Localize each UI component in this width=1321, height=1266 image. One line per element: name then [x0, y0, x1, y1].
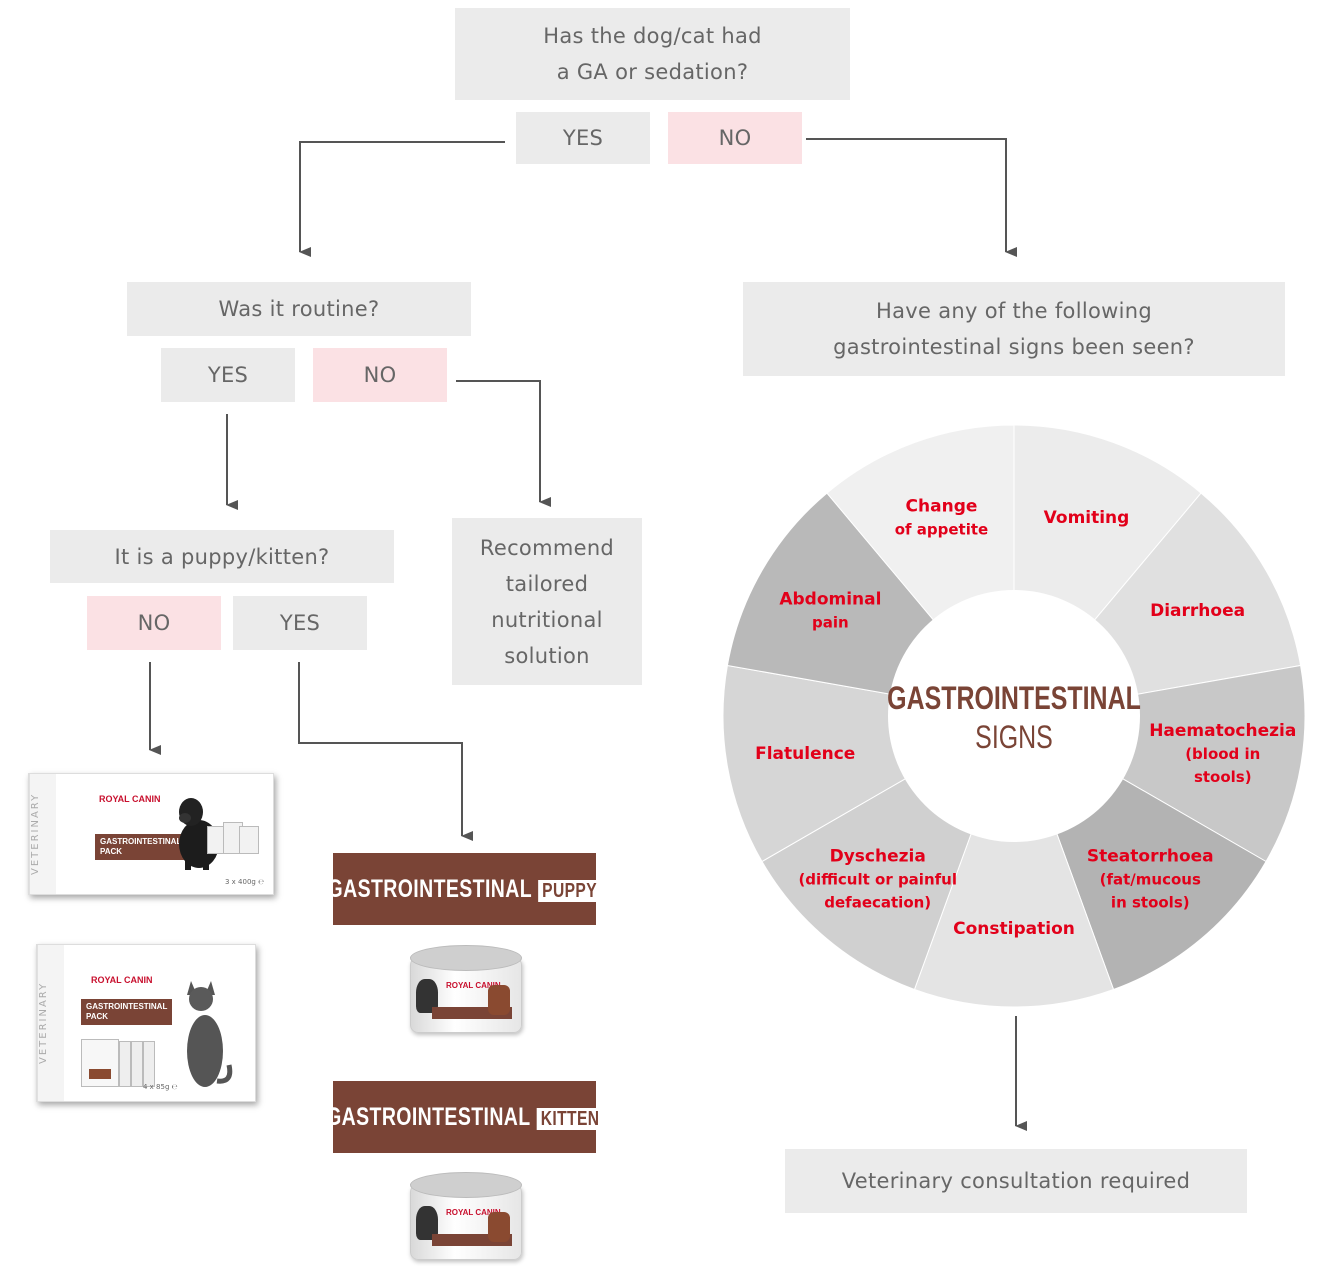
pack-title-label: GASTROINTESTINAL PACK: [81, 999, 173, 1025]
wheel-center: [888, 590, 1140, 842]
wheel-segment-label: Vomiting: [1044, 508, 1130, 528]
wheel-segment-label: Diarrhoea: [1150, 601, 1245, 621]
arrow-q1-yes: [299, 141, 505, 257]
puppy-image: [416, 979, 438, 1013]
pouch-group: [81, 1039, 173, 1089]
wheel-segment-label: Constipation: [953, 919, 1075, 939]
answer-yes-puppy[interactable]: YES: [233, 596, 367, 650]
question-routine: Was it routine?: [127, 282, 471, 336]
pack-weight: 4 x 85g ℮: [143, 1083, 178, 1091]
pack-title-label: GASTROINTESTINAL PACK: [95, 834, 187, 860]
question-ga-sedation: Has the dog/cat had a GA or sedation?: [455, 8, 850, 100]
wheel-center-subtitle: SIGNS: [975, 720, 1053, 756]
recommend-tailored-solution: Recommend tailored nutritional solution: [452, 518, 642, 685]
royal-canin-logo: ROYAL CANIN: [446, 981, 501, 990]
royal-canin-logo: ROYAL CANIN: [99, 794, 161, 804]
veterinary-consultation-box: Veterinary consultation required: [785, 1149, 1247, 1213]
banner-title: GASTROINTESTINAL: [325, 1102, 531, 1131]
answer-yes-ga[interactable]: YES: [516, 112, 650, 164]
gi-signs-wheel: GASTROINTESTINAL SIGNS VomitingDiarrhoea…: [722, 424, 1306, 1008]
kitten-image: [416, 1206, 438, 1240]
answer-no-ga[interactable]: NO: [668, 112, 802, 164]
cat-image: [187, 981, 233, 1087]
answer-yes-routine[interactable]: YES: [161, 348, 295, 402]
pack-side-label: VETERINARY: [37, 945, 64, 1101]
arrow-q3-yes: [298, 662, 473, 841]
question-ga-sedation-text: Has the dog/cat had a GA or sedation?: [543, 24, 762, 84]
pack-weight: 3 x 400g ℮: [225, 878, 265, 886]
wheel-segment-label: Flatulence: [755, 744, 855, 764]
dog-gastrointestinal-pack: VETERINARY ROYAL CANIN GASTROINTESTINAL …: [28, 773, 274, 895]
banner-title: GASTROINTESTINAL: [327, 874, 533, 903]
arrow-q1-no: [806, 138, 1017, 257]
arrow-q2-no: [456, 380, 551, 507]
kitten-tag: KITTEN: [536, 1107, 604, 1130]
puppy-can: ROYAL CANIN: [410, 945, 522, 1033]
pack-side-label: VETERINARY: [29, 774, 56, 894]
answer-no-routine[interactable]: NO: [313, 348, 447, 402]
question-gi-signs: Have any of the following gastrointestin…: [743, 282, 1285, 376]
wheel-center-title: GASTROINTESTINAL: [887, 681, 1141, 717]
question-puppy-kitten: It is a puppy/kitten?: [50, 530, 394, 583]
pouch-group: [207, 822, 259, 856]
wheel-segment: [913, 714, 1115, 1008]
kitten-can: ROYAL CANIN: [410, 1172, 522, 1260]
royal-canin-logo: ROYAL CANIN: [446, 1208, 501, 1217]
royal-canin-logo: ROYAL CANIN: [91, 975, 153, 985]
puppy-tag: PUPPY: [538, 879, 602, 902]
answer-no-puppy[interactable]: NO: [87, 596, 221, 650]
cat-gastrointestinal-pack: VETERINARY ROYAL CANIN GASTROINTESTINAL …: [36, 944, 256, 1102]
